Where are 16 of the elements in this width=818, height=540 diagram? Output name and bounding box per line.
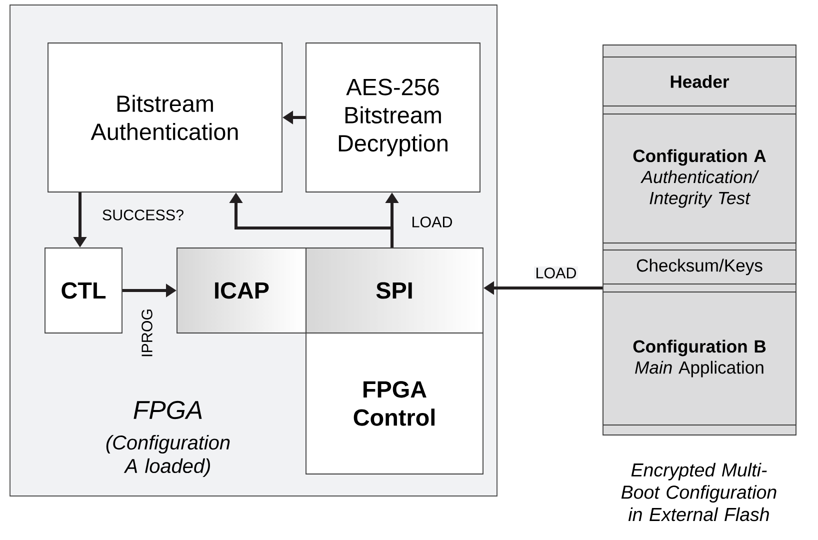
interface-box: SPI [306,248,484,334]
edge-label: SUCCESS? [100,208,186,222]
node-label: Encrypted Multi-Boot Configuration in External Flash [621,462,776,522]
process-box: Bitstream Authentication [48,42,282,192]
block-box: CTL [44,248,122,334]
memory-section: Configuration A Authentication/ Integrity Test [602,114,796,244]
box-title: FPGA (Configuration A loaded) [106,400,230,477]
memory-section: Configuration B Main Application [602,292,796,426]
memory-section: Checksum/Keys [602,250,796,284]
memory-section: Header [602,56,796,106]
edge-label: LOAD [410,215,454,229]
process-box: AES-256 Bitstream Decryption [306,42,480,192]
edge-label: IPROG [140,307,154,359]
edge-label: LOAD [534,266,578,280]
interface-box: ICAP [176,248,306,334]
control-box: FPGA Control [306,332,484,474]
